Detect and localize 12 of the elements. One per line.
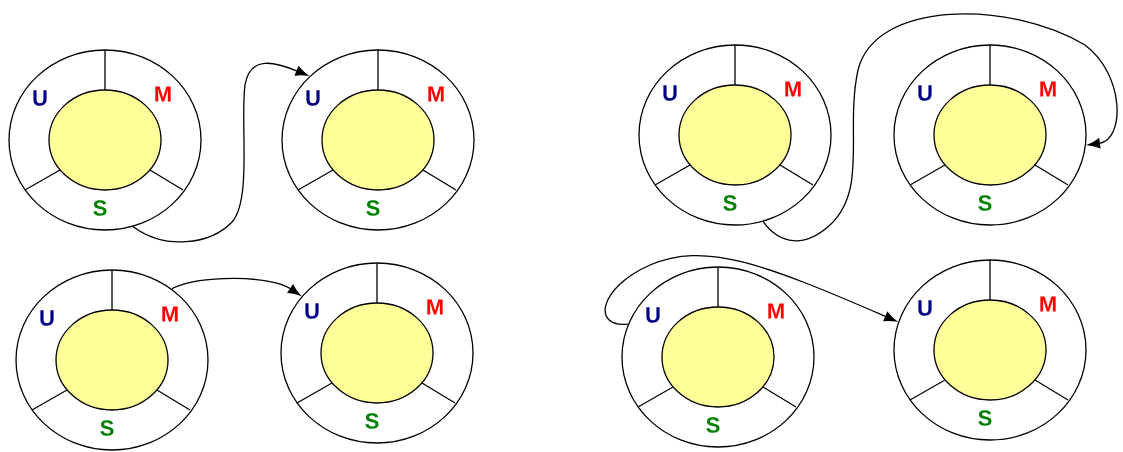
arrow (604, 255, 897, 325)
ring-diagram: U M S (893, 259, 1087, 441)
ring-diagram: U M S (15, 269, 209, 451)
ring-diagram: U M S (8, 49, 202, 231)
arrow (171, 277, 301, 296)
ring-diagram: U M S (280, 262, 474, 444)
ring-diagram: U M S (893, 44, 1087, 226)
ring-diagram: U M S (638, 44, 832, 226)
arrow (132, 62, 308, 243)
ring-diagram: U M S (281, 49, 475, 231)
ring-diagram: U M S (621, 266, 815, 448)
arrow (762, 13, 1118, 242)
